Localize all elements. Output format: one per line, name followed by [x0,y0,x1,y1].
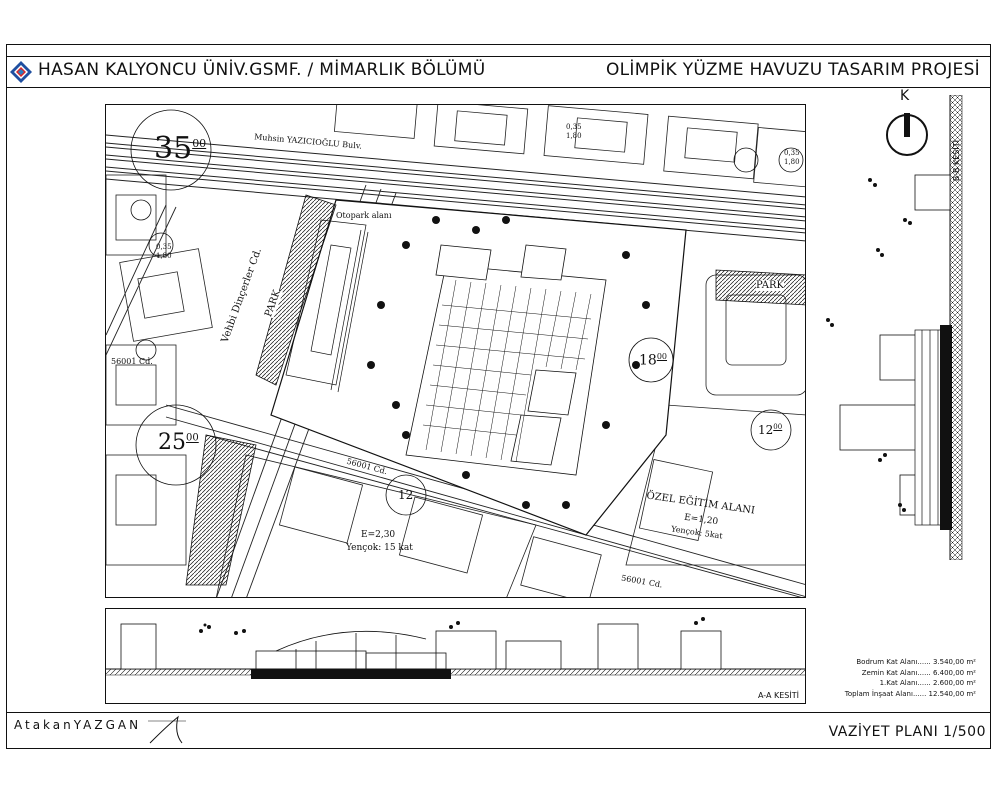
plot-ratio-left-top: 0,35 [156,243,172,251]
plot-ratio-left-bottom: 1,80 [156,252,172,260]
road-label-56001-c: 56001 Cd. [111,357,153,366]
author-signature-icon [148,715,186,744]
plot-ratio-top-1: 0,35 [566,123,582,131]
university-title: HASAN KALYONCU ÜNİV.GSMF. / MİMARLIK BÖL… [38,60,486,80]
area-row-first: 1.Kat Alanı...... 2.600,00 m² [879,679,976,687]
plot-ratio-right-2: 1,80 [784,158,800,166]
height-label-12-right: 1200 [758,423,783,437]
north-arrow-icon [886,113,928,156]
site-plan: 3500 2500 1800 1200 12 Muhsin YAZICIOĞLU… [105,104,806,598]
drawing-title: VAZİYET PLANI 1/500 [828,724,986,740]
parking-label: Otopark alanı [336,211,392,220]
section-bb-drawing [826,95,963,560]
section-aa-drawing [106,617,805,679]
area-row-total: Toplam İnşaat Alanı...... 12.540,00 m² [844,689,976,698]
north-label: K [900,88,910,104]
residential-e-label: E=2,30 [361,530,396,540]
university-logo-icon [10,61,32,83]
section-bb-label: B-B KESİTİ [952,140,961,182]
site-plan-drawing [106,105,805,597]
height-label-25: 2500 [158,430,199,455]
plot-ratio-top-2: 1,80 [566,132,582,140]
height-label-35: 3500 [154,131,207,166]
section-aa-label: A-A KESİTİ [757,691,799,700]
author-name: AtakanYAZGAN [14,718,142,732]
area-row-ground: Zemin Kat Alanı...... 6.400,00 m² [861,668,976,677]
area-row-basement: Bodrum Kat Alanı...... 3.540,00 m² [856,658,976,666]
park-label-right: PARK [756,280,785,291]
residential-max-floors: Yençok: 15 kat [346,543,413,553]
footer-bar [6,712,991,749]
sheet-frame [6,44,991,749]
height-label-12-bottom: 12 [398,488,414,502]
section-bb [820,95,970,560]
section-aa: A-A KESİTİ [105,608,806,704]
height-label-18: 1800 [639,352,668,369]
project-title: OLİMPİK YÜZME HAVUZU TASARIM PROJESİ [605,60,980,80]
title-bar [6,56,991,88]
plot-ratio-right-1: 0,35 [784,149,800,157]
area-summary: Bodrum Kat Alanı...... 3.540,00 m² Zemin… [826,657,976,699]
